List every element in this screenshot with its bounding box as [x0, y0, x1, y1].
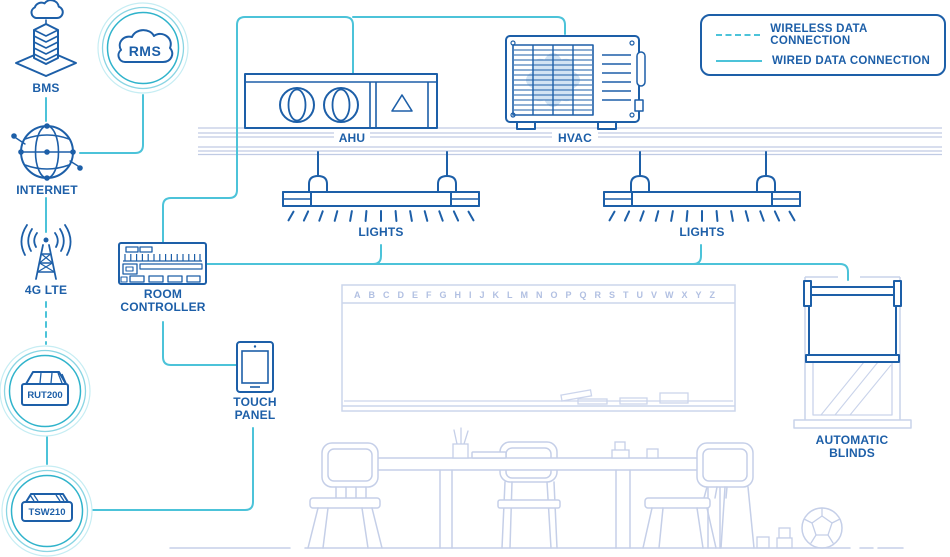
- label-touch-panel: TOUCH PANEL: [233, 395, 277, 422]
- signal-waves-icon: [20, 224, 72, 256]
- label-automatic-blinds: AUTOMATIC BLINDS: [815, 433, 889, 460]
- ahu-triangle-icon: [391, 94, 413, 112]
- classroom-furniture: [169, 427, 904, 549]
- legend-wireless-label: WIRELESS DATA CONNECTION: [770, 23, 868, 48]
- internet-icon: [11, 123, 83, 181]
- room-controller-icon: [118, 242, 207, 285]
- label-internet: INTERNET: [16, 183, 78, 197]
- legend-wired-label: WIRED DATA CONNECTION: [772, 54, 931, 67]
- automatic-blinds-icon: [793, 276, 912, 429]
- label-lights-right: LIGHTS: [679, 225, 725, 239]
- legend-row-wired: WIRED DATA CONNECTION: [716, 55, 944, 67]
- label-4g-lte: 4G LTE: [24, 283, 68, 297]
- label-room-controller: ROOM CONTROLLER: [120, 287, 206, 314]
- wired-line-swatch: [716, 59, 762, 62]
- blocks-on-floor: [756, 527, 793, 549]
- chair-right: [642, 442, 755, 549]
- wire-lights-left-stub: [372, 244, 382, 265]
- soccer-ball: [801, 507, 843, 549]
- lte-antenna-icon: [20, 224, 72, 280]
- blocks-on-table: [611, 441, 659, 459]
- rms-cloud: [117, 29, 174, 63]
- ahu-fan-icon: [279, 87, 315, 123]
- ahu-icon: [244, 73, 438, 129]
- label-bms: BMS: [32, 81, 60, 95]
- light-fixture-left: [282, 151, 480, 222]
- rms-icon: RMS: [97, 2, 189, 94]
- table: [371, 457, 736, 549]
- whiteboard-markers: [560, 389, 689, 405]
- pencil-cup: [452, 427, 469, 459]
- window-frame: [793, 276, 912, 429]
- rut200-text: RUT200: [27, 390, 62, 401]
- tsw210-text: TSW210: [29, 507, 66, 518]
- touch-panel-icon: [236, 341, 274, 393]
- wired-connections: [45, 16, 849, 511]
- wire-lights-right-stub: [692, 244, 702, 265]
- light-rays: [287, 210, 475, 222]
- blind-roller: [803, 280, 902, 363]
- wireless-line-swatch: [716, 34, 761, 37]
- whiteboard: [341, 284, 736, 412]
- light-fixture-right: [603, 151, 801, 222]
- whiteboard-alphabet: ABCDEFGHIJKLMNOPQRSTUVWXYZ: [353, 290, 723, 300]
- wire-room-controller-touch-panel: [162, 321, 237, 366]
- rms-text: RMS: [129, 43, 162, 59]
- label-lights-left: LIGHTS: [358, 225, 404, 239]
- wire-room-controller-ahu: [162, 16, 354, 244]
- light-rays: [608, 210, 796, 222]
- bms-base: [15, 49, 77, 77]
- hvac-icon: [505, 35, 646, 130]
- wire-room-controller-blinds-bus: [204, 263, 849, 281]
- legend-row-wireless: WIRELESS DATA CONNECTION: [716, 23, 944, 47]
- bms-tower: [33, 23, 59, 65]
- ceiling-lines: [198, 127, 942, 156]
- hvac-vents: [602, 54, 631, 101]
- label-hvac: HVAC: [558, 131, 592, 145]
- paper-on-table: [471, 451, 507, 459]
- ahu-fan-icon: [323, 87, 359, 123]
- bms-cloud: [30, 0, 64, 19]
- bms-icon: [15, 0, 77, 77]
- legend-box: WIRELESS DATA CONNECTION WIRED DATA CONN…: [700, 14, 946, 76]
- rut200-icon: RUT200: [0, 345, 91, 437]
- wire-bus-hvac: [352, 16, 566, 35]
- tsw210-icon: TSW210: [1, 465, 93, 557]
- chair-left: [307, 442, 383, 549]
- wire-tsw210-touch-panel: [92, 427, 254, 511]
- label-ahu: AHU: [338, 131, 366, 145]
- wire-rms-internet: [79, 94, 144, 154]
